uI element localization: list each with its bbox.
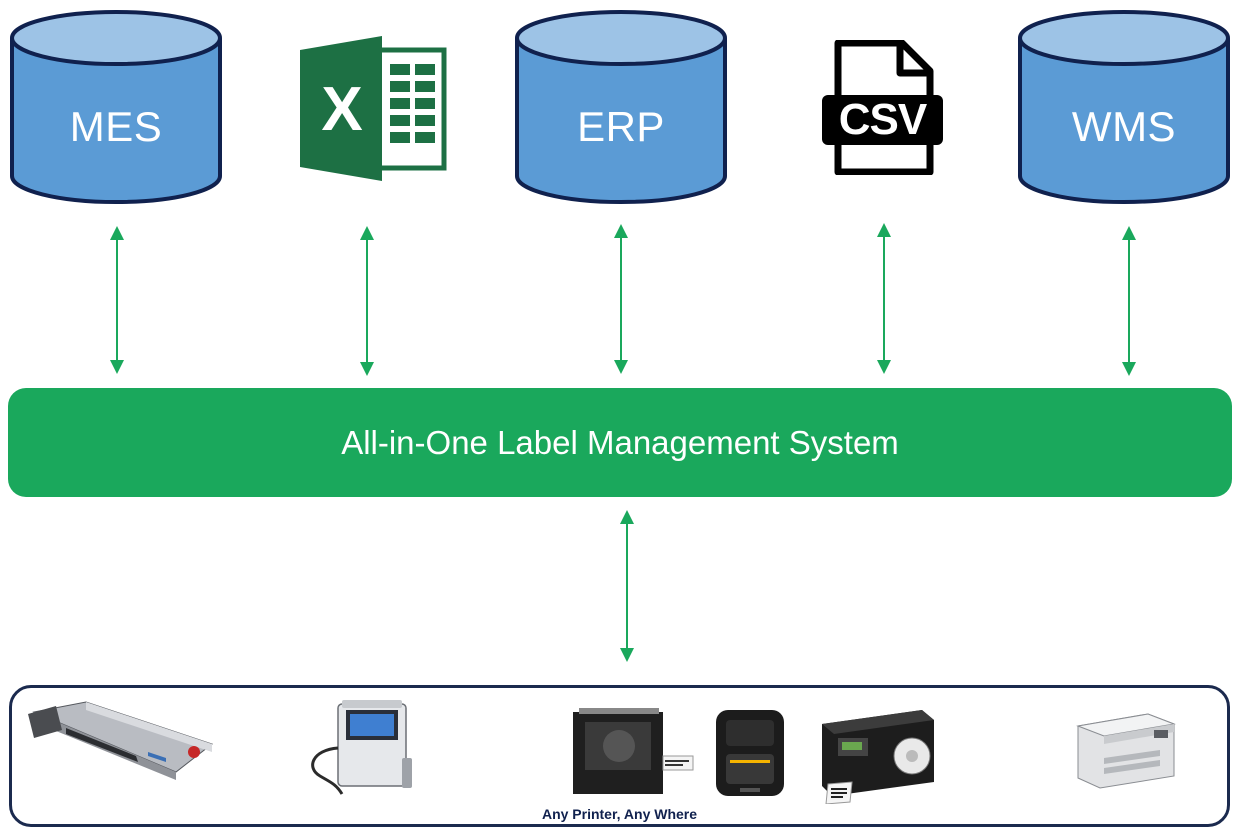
- csv-file-icon: CSV: [820, 39, 945, 176]
- hub-title: All-in-One Label Management System: [341, 423, 899, 461]
- printer-panel: Any Printer, Any Where: [9, 685, 1230, 827]
- arrow-wms-hub: [1122, 226, 1136, 376]
- mobile-printer-icon: [710, 706, 790, 801]
- mes-database: MES: [9, 8, 223, 208]
- laser-marker-icon: [26, 700, 216, 780]
- label-management-system-bar: All-in-One Label Management System: [8, 388, 1232, 497]
- arrow-mes-hub: [110, 226, 124, 374]
- arrow-csv-hub: [877, 223, 891, 374]
- database-cylinder-icon: [1018, 10, 1230, 204]
- excel-icon: X: [298, 36, 448, 181]
- wms-database: WMS: [1017, 8, 1231, 208]
- inkjet-printer-icon: [302, 698, 432, 798]
- database-cylinder-icon: [515, 10, 727, 204]
- mes-label: MES: [69, 103, 163, 150]
- industrial-label-printer-icon: [812, 704, 942, 805]
- csv-label: CSV: [838, 95, 927, 144]
- wms-label: WMS: [1071, 103, 1177, 150]
- printer-caption: Any Printer, Any Where: [541, 806, 698, 822]
- database-cylinder-icon: [10, 10, 222, 204]
- print-engine-icon: [567, 706, 697, 798]
- arrow-hub-printers: [620, 510, 634, 662]
- arrow-erp-hub: [614, 224, 628, 374]
- arrow-excel-hub: [360, 226, 374, 376]
- excel-letter: X: [321, 75, 363, 144]
- erp-label: ERP: [577, 103, 665, 150]
- erp-database: ERP: [514, 8, 728, 208]
- laser-printer-icon: [1070, 708, 1180, 790]
